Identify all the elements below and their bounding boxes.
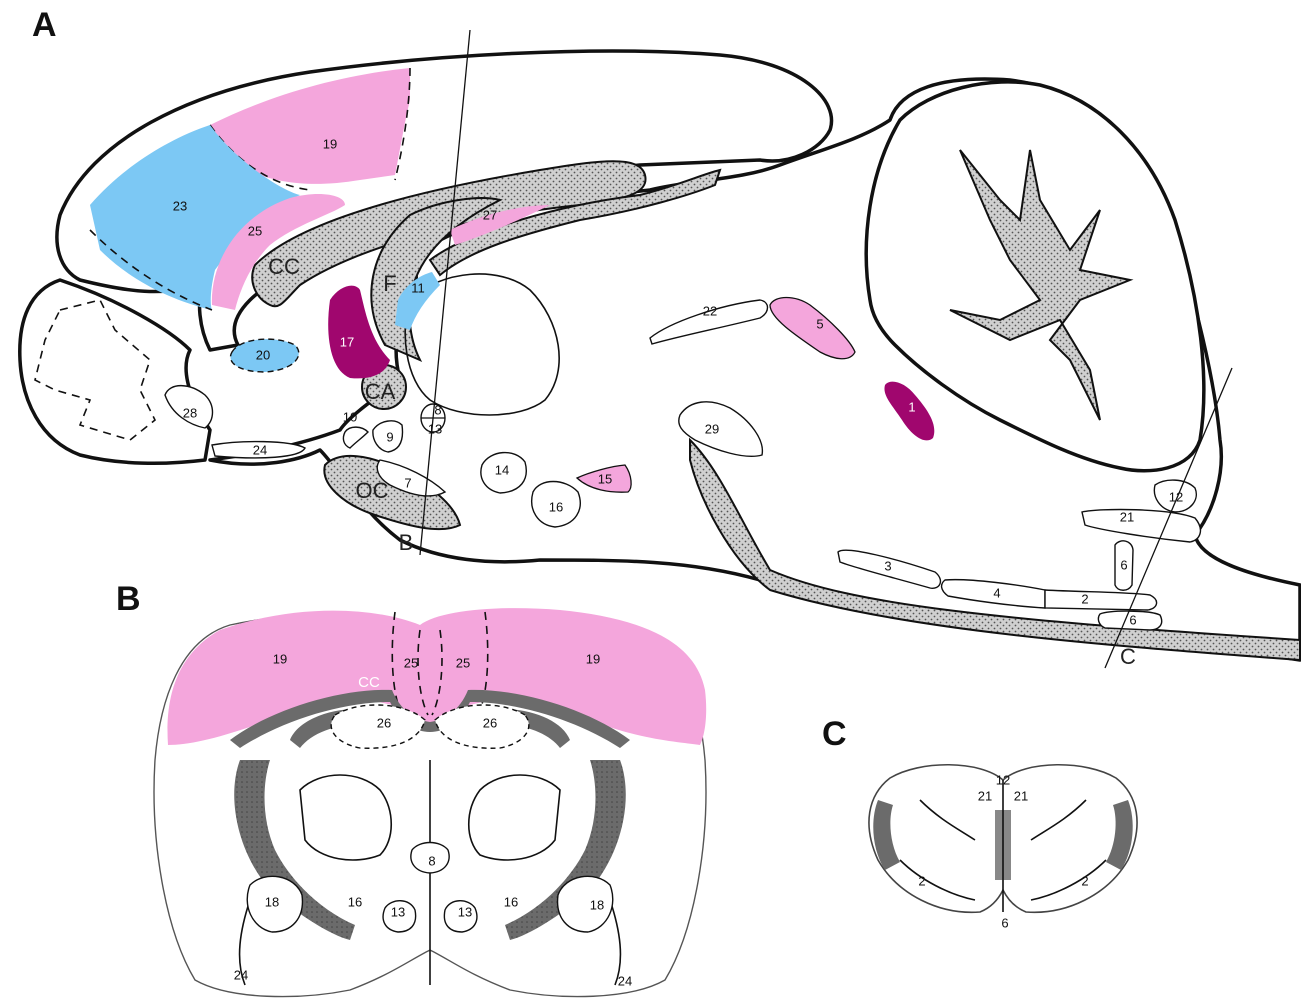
label-29: 29 (705, 421, 719, 436)
olfactory-bulb (20, 280, 210, 463)
label-4: 4 (993, 585, 1000, 600)
coronal-label-24-right: 24 (618, 973, 632, 988)
coronal-label-16-left: 16 (348, 894, 362, 909)
coronal-label-16-right: 16 (504, 894, 518, 909)
coronal-label-cc: CC (358, 674, 380, 691)
coronal-label-26-right: 26 (483, 715, 497, 730)
panel-letter-a: A (32, 6, 57, 44)
coronal-label-18-right: 18 (590, 897, 604, 912)
label-25: 25 (248, 223, 262, 238)
panel-letter-c: C (822, 715, 847, 753)
label-17: 17 (340, 334, 354, 349)
coronal-label-19-right: 19 (586, 651, 600, 666)
label-6-ventral: 6 (1129, 612, 1136, 627)
label-1: 1 (908, 399, 915, 414)
coronal-label-13-right: 13 (458, 904, 472, 919)
label-13: 13 (428, 421, 442, 436)
coronal-label-25-right: 25 (456, 655, 470, 670)
coronal-label-25-left: 25 (404, 655, 418, 670)
label-6-vertical: 6 (1120, 557, 1127, 572)
label-10: 10 (343, 409, 357, 424)
label-14: 14 (495, 462, 509, 477)
label-23: 23 (173, 198, 187, 213)
coronal-c-label-2-right: 2 (1081, 873, 1088, 888)
label-cc: CC (268, 254, 300, 279)
label-16: 16 (549, 499, 563, 514)
label-f: F (383, 271, 396, 296)
panel-a-sagittal: A (20, 6, 1300, 669)
section-mark-c: C (1120, 644, 1136, 669)
coronal-label-19-left: 19 (273, 651, 287, 666)
label-3: 3 (884, 558, 891, 573)
label-oc: OC (356, 478, 389, 503)
label-8: 8 (434, 402, 441, 417)
coronal-label-26-left: 26 (377, 715, 391, 730)
coronal-c-label-21-right: 21 (1014, 788, 1028, 803)
label-24: 24 (253, 442, 267, 457)
label-9: 9 (386, 429, 393, 444)
coronal-c-label-6: 6 (1001, 915, 1008, 930)
coronal-label-8: 8 (428, 853, 435, 868)
label-27: 27 (483, 207, 497, 222)
section-mark-b: B (399, 530, 414, 555)
label-ca: CA (365, 379, 396, 404)
label-5: 5 (816, 316, 823, 331)
label-19: 19 (323, 136, 337, 151)
panel-b-coronal: B 19 19 25 25 CC 26 26 8 13 (116, 580, 706, 997)
label-11: 11 (411, 280, 425, 295)
label-28: 28 (183, 405, 197, 420)
coronal-label-18-left: 18 (265, 894, 279, 909)
label-21: 21 (1120, 509, 1134, 524)
label-20: 20 (256, 347, 270, 362)
panel-c-coronal: C 12 21 21 2 2 6 (822, 715, 1137, 930)
coronal-c-label-12: 12 (996, 772, 1010, 787)
label-12: 12 (1169, 489, 1183, 504)
label-22: 22 (703, 303, 717, 318)
panel-letter-b: B (116, 580, 141, 618)
label-15: 15 (598, 471, 612, 486)
label-2: 2 (1081, 591, 1088, 606)
coronal-c-label-21-left: 21 (978, 788, 992, 803)
coronal-label-24-left: 24 (234, 967, 248, 982)
coronal-c-label-2-left: 2 (918, 873, 925, 888)
coronal-label-13-left: 13 (391, 904, 405, 919)
label-7: 7 (404, 475, 411, 490)
